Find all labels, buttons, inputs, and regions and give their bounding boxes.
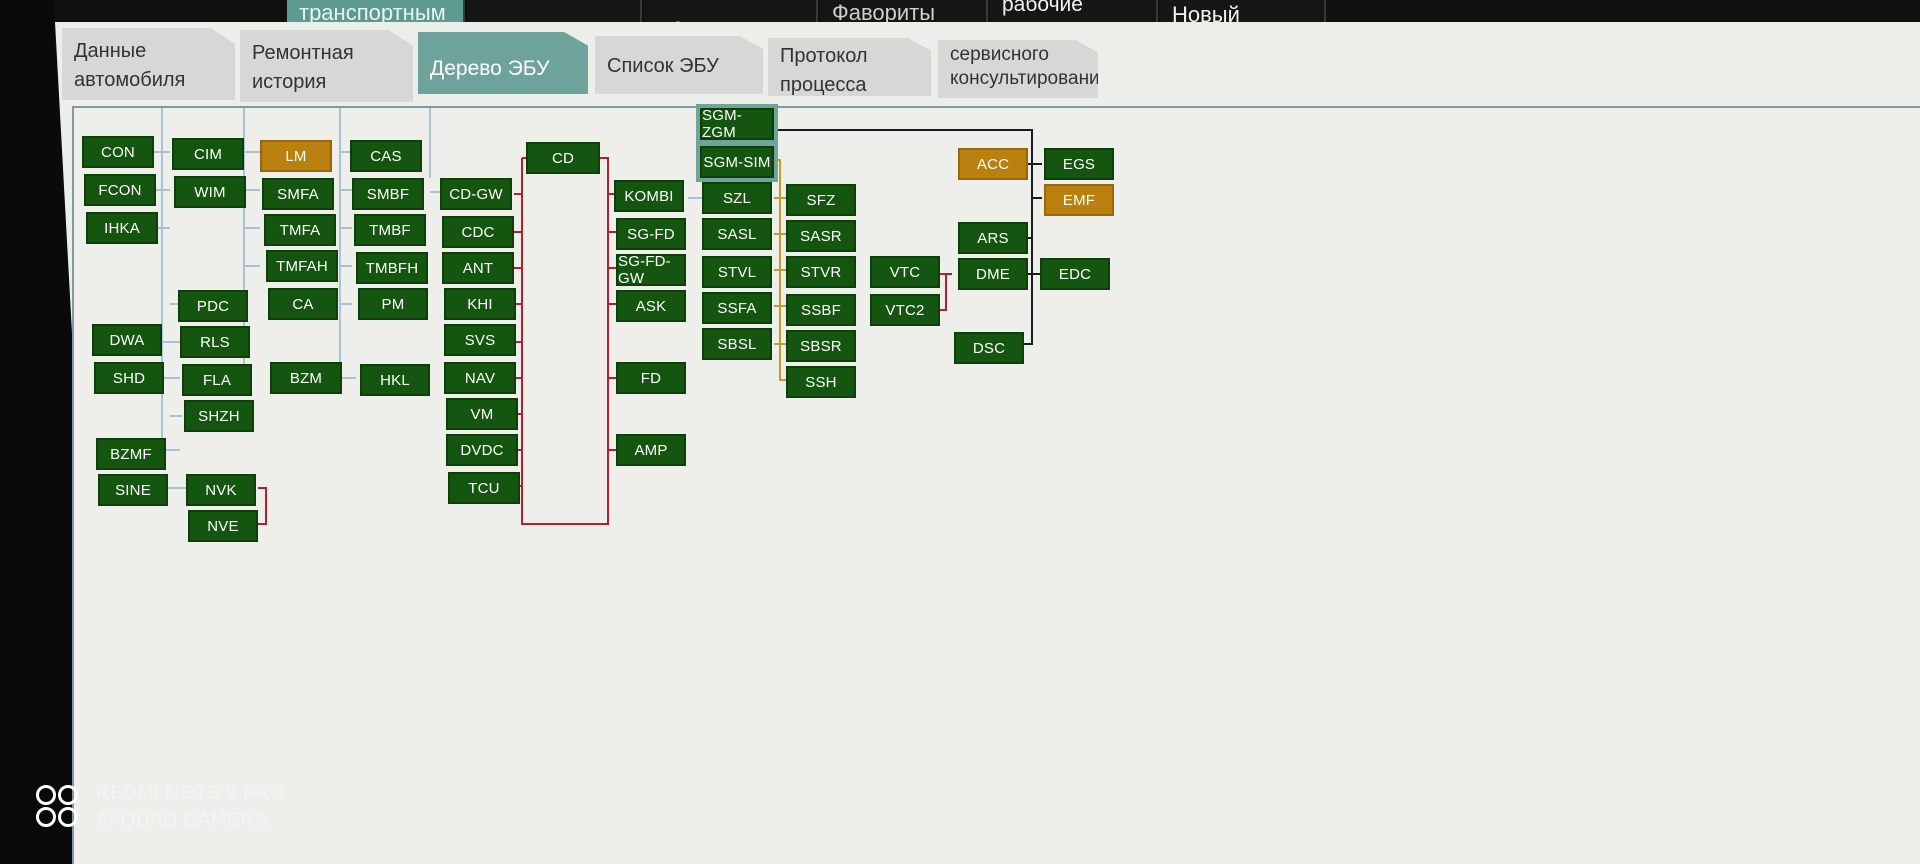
ecu-cd[interactable]: CD [526, 142, 600, 174]
ecu-cas[interactable]: CAS [350, 140, 422, 172]
ecu-shzh[interactable]: SHZH [184, 400, 254, 432]
ecu-rls[interactable]: RLS [180, 326, 250, 358]
camera-brand-icon [36, 785, 80, 829]
ecu-vtc2[interactable]: VTC2 [870, 294, 940, 326]
ecu-con[interactable]: CON [82, 136, 154, 168]
ecu-sfz[interactable]: SFZ [786, 184, 856, 216]
ecu-ihka[interactable]: IHKA [86, 212, 158, 244]
ecu-lm[interactable]: LM [260, 140, 332, 172]
ecu-bzm[interactable]: BZM [270, 362, 342, 394]
ecu-sgm-zgm[interactable]: SGM-ZGM [696, 104, 778, 144]
tab-vehicle-data[interactable]: Данные автомобиля [62, 28, 235, 100]
ecu-ca[interactable]: CA [268, 288, 338, 320]
ecu-hkl[interactable]: HKL [360, 364, 430, 396]
ecu-egs[interactable]: EGS [1044, 148, 1114, 180]
ecu-tmbf[interactable]: TMBF [354, 214, 426, 246]
ecu-nav[interactable]: NAV [444, 362, 516, 394]
tab-service-consulting[interactable]: сервисного консультировани [938, 40, 1098, 98]
ecu-sasr[interactable]: SASR [786, 220, 856, 252]
watermark-line2: AI QUAD CAMERA [96, 810, 268, 831]
ecu-ars[interactable]: ARS [958, 222, 1028, 254]
ecu-ask[interactable]: ASK [616, 290, 686, 322]
ecu-pdc[interactable]: PDC [178, 290, 248, 322]
ecu-fla[interactable]: FLA [182, 364, 252, 396]
ecu-sasl[interactable]: SASL [702, 218, 772, 250]
ecu-nvk[interactable]: NVK [186, 474, 256, 506]
ecu-emf[interactable]: EMF [1044, 184, 1114, 216]
ecu-ssfa[interactable]: SSFA [702, 292, 772, 324]
tab-process-protocol[interactable]: Протокол процесса [768, 38, 931, 96]
ecu-khi[interactable]: KHI [444, 288, 516, 320]
ecu-sbsl[interactable]: SBSL [702, 328, 772, 360]
ecu-stvr[interactable]: STVR [786, 256, 856, 288]
ecu-nve[interactable]: NVE [188, 510, 258, 542]
ecu-cd-gw[interactable]: CD-GW [440, 178, 512, 210]
ecu-acc[interactable]: ACC [958, 148, 1028, 180]
ecu-sbsr[interactable]: SBSR [786, 330, 856, 362]
ecu-tmfah[interactable]: TMFAH [266, 250, 338, 282]
ecu-dwa[interactable]: DWA [92, 324, 162, 356]
ecu-ssh[interactable]: SSH [786, 366, 856, 398]
watermark-line1: REDMI NOTE 9 PRO [96, 783, 286, 804]
tab-ecu-tree[interactable]: Дерево ЭБУ [418, 32, 588, 94]
ecu-vtc[interactable]: VTC [870, 256, 940, 288]
ecu-kombi[interactable]: KOMBI [614, 180, 684, 212]
ecu-edc[interactable]: EDC [1040, 258, 1110, 290]
ecu-szl[interactable]: SZL [702, 182, 772, 214]
ecu-dvdc[interactable]: DVDC [446, 434, 518, 466]
ecu-smbf[interactable]: SMBF [352, 178, 424, 210]
ecu-dsc[interactable]: DSC [954, 332, 1024, 364]
ecu-vm[interactable]: VM [446, 398, 518, 430]
ecu-ssbf[interactable]: SSBF [786, 294, 856, 326]
ecu-cim[interactable]: CIM [172, 138, 244, 170]
ecu-sine[interactable]: SINE [98, 474, 168, 506]
ecu-sg-fd-gw[interactable]: SG-FD-GW [616, 253, 686, 287]
ecu-amp[interactable]: AMP [616, 434, 686, 466]
ecu-tmfa[interactable]: TMFA [264, 214, 336, 246]
ecu-sg-fd[interactable]: SG-FD [616, 218, 686, 250]
ecu-shd[interactable]: SHD [94, 362, 164, 394]
ecu-tmbfh[interactable]: TMBFH [356, 252, 428, 284]
ecu-tree-panel: CON FCON IHKA DWA SHD BZMF SINE CIM WIM PDC RLS FLA… [72, 104, 1920, 864]
ecu-svs[interactable]: SVS [444, 324, 516, 356]
camera-watermark: REDMI NOTE 9 PRO AI QUAD CAMERA [36, 780, 286, 834]
ecu-dme[interactable]: DME [958, 258, 1028, 290]
ecu-sgm-sim[interactable]: SGM-SIM [696, 142, 778, 182]
tab-ecu-list[interactable]: Список ЭБУ [595, 36, 763, 94]
ecu-cdc[interactable]: CDC [442, 216, 514, 248]
ecu-bzmf[interactable]: BZMF [96, 438, 166, 470]
ecu-ant[interactable]: ANT [442, 252, 514, 284]
ecu-pm[interactable]: PM [358, 288, 428, 320]
ecu-tcu[interactable]: TCU [448, 472, 520, 504]
ecu-wim[interactable]: WIM [174, 176, 246, 208]
tab-repair-history[interactable]: Ремонтная история [240, 30, 413, 102]
ecu-fcon[interactable]: FCON [84, 174, 156, 206]
ecu-stvl[interactable]: STVL [702, 256, 772, 288]
ecu-fd[interactable]: FD [616, 362, 686, 394]
ecu-smfa[interactable]: SMFA [262, 178, 334, 210]
